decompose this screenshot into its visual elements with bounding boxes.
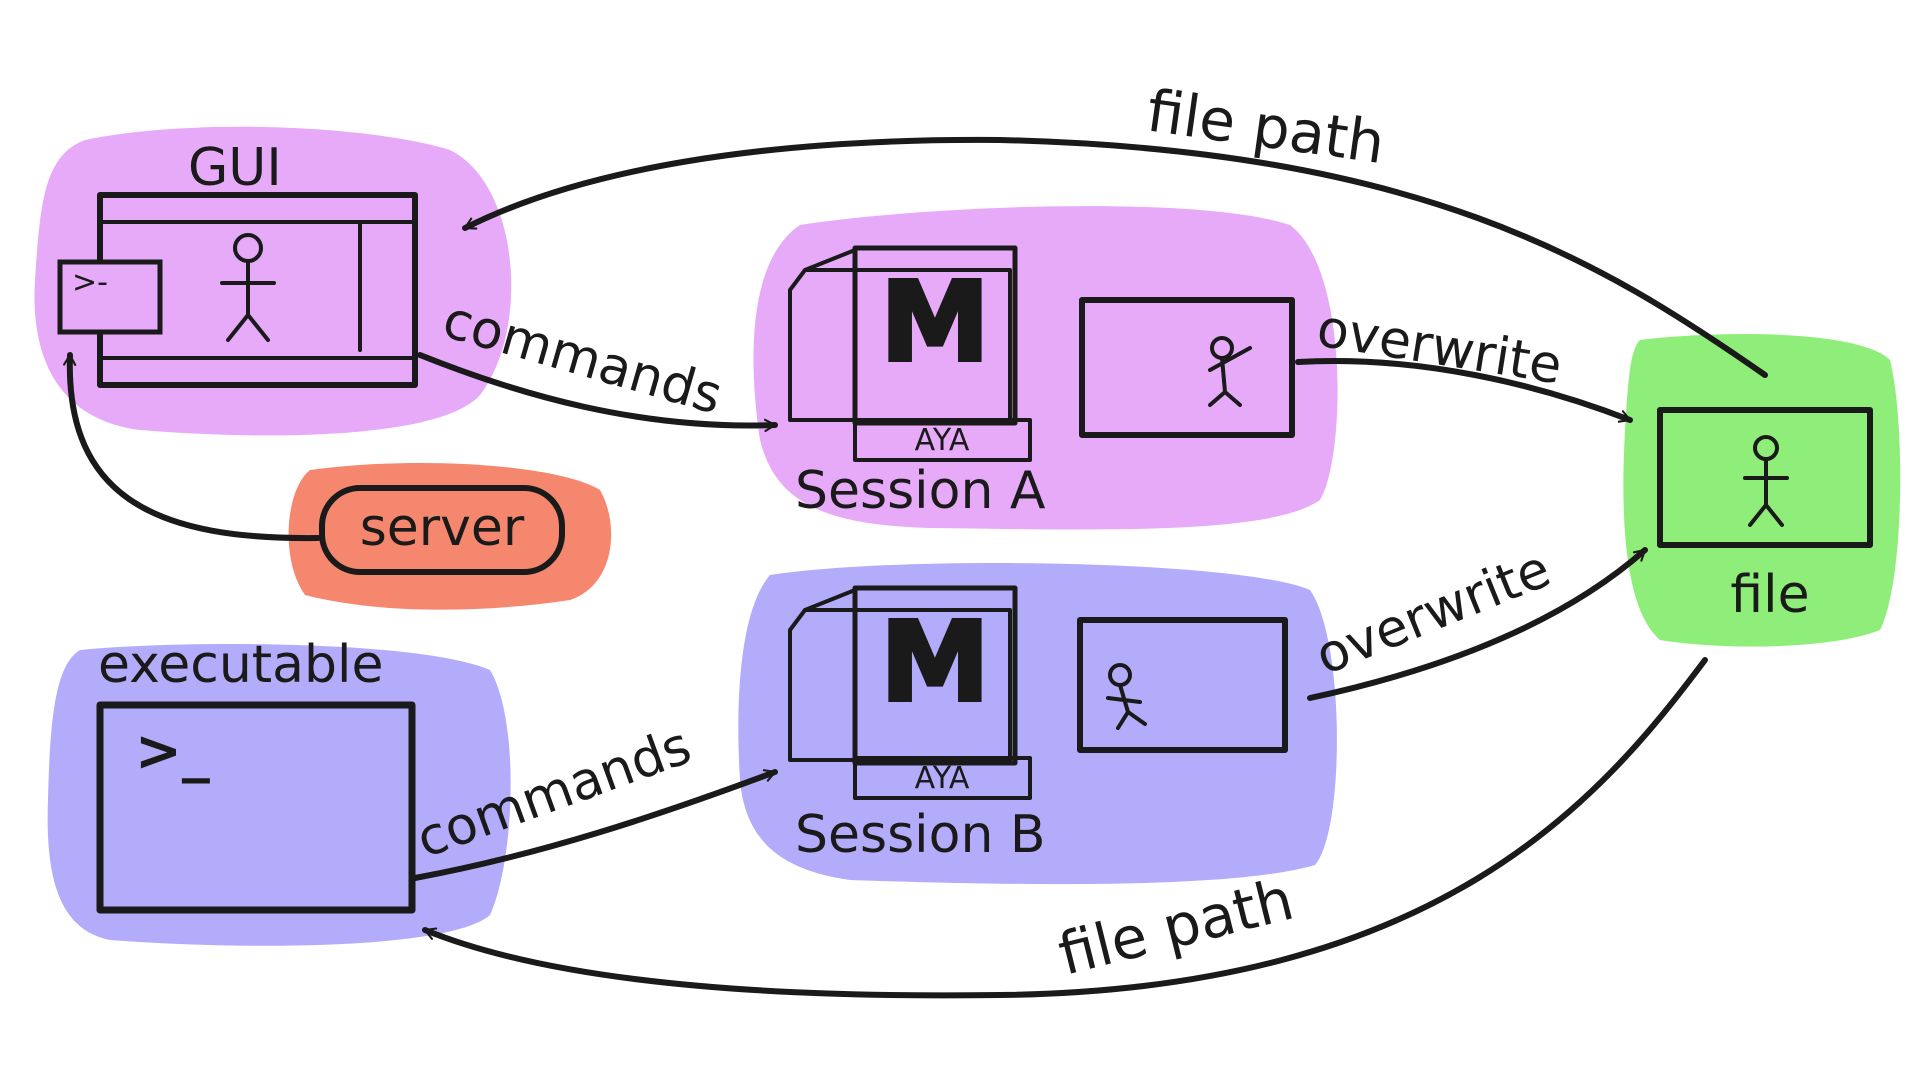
file-label: file	[1730, 565, 1809, 625]
stick-figure-icon	[1106, 663, 1147, 730]
session-a-label: Session A	[795, 461, 1046, 521]
executable-terminal-icon[interactable]: >_	[96, 701, 416, 914]
stick-figure-icon	[220, 233, 276, 342]
stick-figure-icon	[1208, 336, 1252, 407]
stick-figure-icon	[1743, 435, 1789, 527]
session-b-label: Session B	[795, 805, 1046, 865]
session-b-region	[738, 563, 1337, 885]
session-a-logo-letter: M	[880, 258, 989, 386]
session-b-maya-logo-icon: M AYA	[788, 585, 1032, 800]
session-a-viewport[interactable]	[1079, 297, 1295, 438]
session-a-maya-logo-icon: M AYA	[788, 245, 1032, 462]
gui-label: GUI	[188, 138, 282, 198]
server-label: server	[360, 498, 525, 558]
gui-prompt: >-	[72, 265, 108, 300]
server-node[interactable]: server	[319, 485, 565, 575]
executable-label: executable	[98, 635, 384, 695]
session-b-viewport[interactable]	[1077, 617, 1288, 753]
arrow-file-to-executable	[422, 657, 1708, 999]
executable-prompt: >_	[135, 719, 210, 784]
session-a-logo-text: AYA	[915, 423, 970, 458]
arrow-executable-to-session-b	[412, 769, 778, 881]
arrow-gui-to-session-a	[417, 352, 778, 433]
session-a-region	[753, 206, 1338, 530]
session-b-logo-letter: M	[880, 598, 989, 726]
arrow-session-b-to-file	[1307, 547, 1648, 701]
arrow-session-a-to-file	[1295, 357, 1633, 423]
edge-label-overwrite-a: overwrite	[1313, 299, 1566, 397]
arrow-server-to-gui	[63, 352, 321, 542]
gui-terminal-icon: >-	[57, 259, 163, 335]
session-b-logo-text: AYA	[915, 761, 970, 796]
file-node[interactable]	[1657, 407, 1873, 548]
executable-region	[47, 644, 511, 946]
arrow-file-to-gui	[462, 136, 1768, 378]
